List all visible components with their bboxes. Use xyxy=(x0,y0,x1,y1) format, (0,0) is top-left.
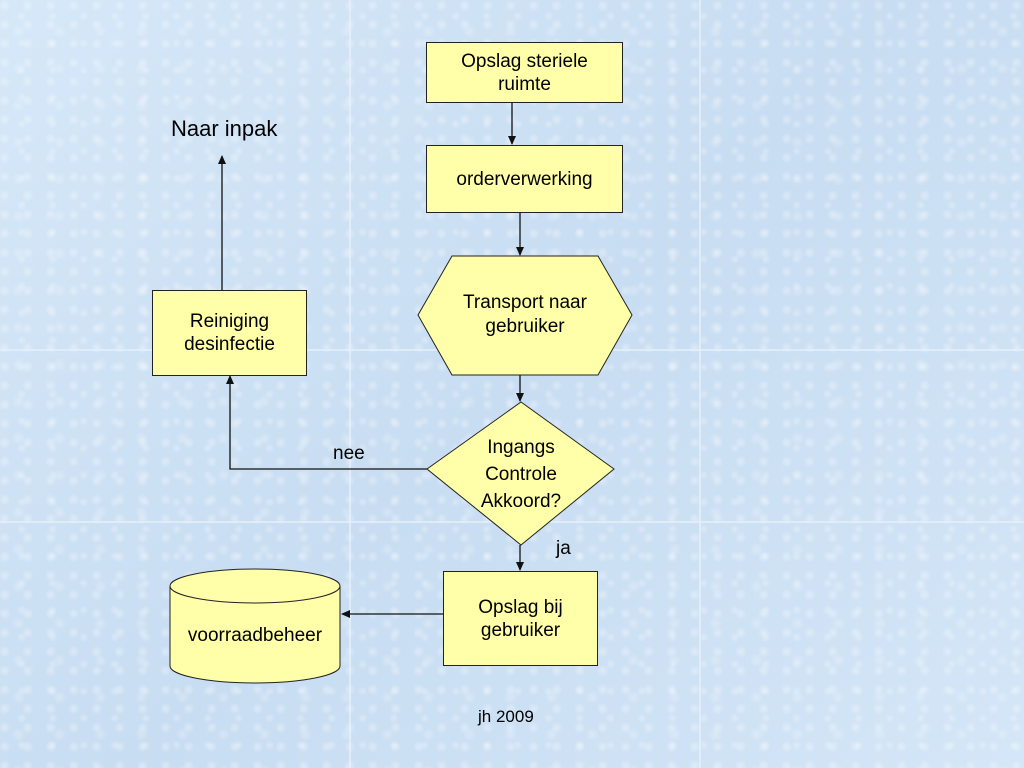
node-opslag-steriele-ruimte: Opslag steriele ruimte xyxy=(426,42,623,103)
arrow-nee-to-reiniging xyxy=(226,375,427,470)
ingangs-diamond xyxy=(426,401,615,546)
label-nee: nee xyxy=(333,443,365,464)
label-naar-inpak: Naar inpak xyxy=(171,116,278,141)
node-voorraadbeheer: voorraadbeheer xyxy=(187,624,323,646)
voorraadbeheer-cylinder xyxy=(169,568,341,684)
label-ja: ja xyxy=(556,538,571,559)
node-opslag-bij-gebruiker: Opslag bij gebruiker xyxy=(443,571,598,666)
node-reiniging-desinfectie: Reiniging desinfectie xyxy=(152,290,307,376)
node-orderverwerking: orderverwerking xyxy=(426,145,623,213)
node-ingangs-controle: Ingangs Controle Akkoord? xyxy=(480,436,562,512)
footer-credit: jh 2009 xyxy=(478,707,534,726)
transport-hexagon xyxy=(417,255,633,376)
node-transport-naar-gebruiker: Transport naar gebruiker xyxy=(463,292,587,337)
